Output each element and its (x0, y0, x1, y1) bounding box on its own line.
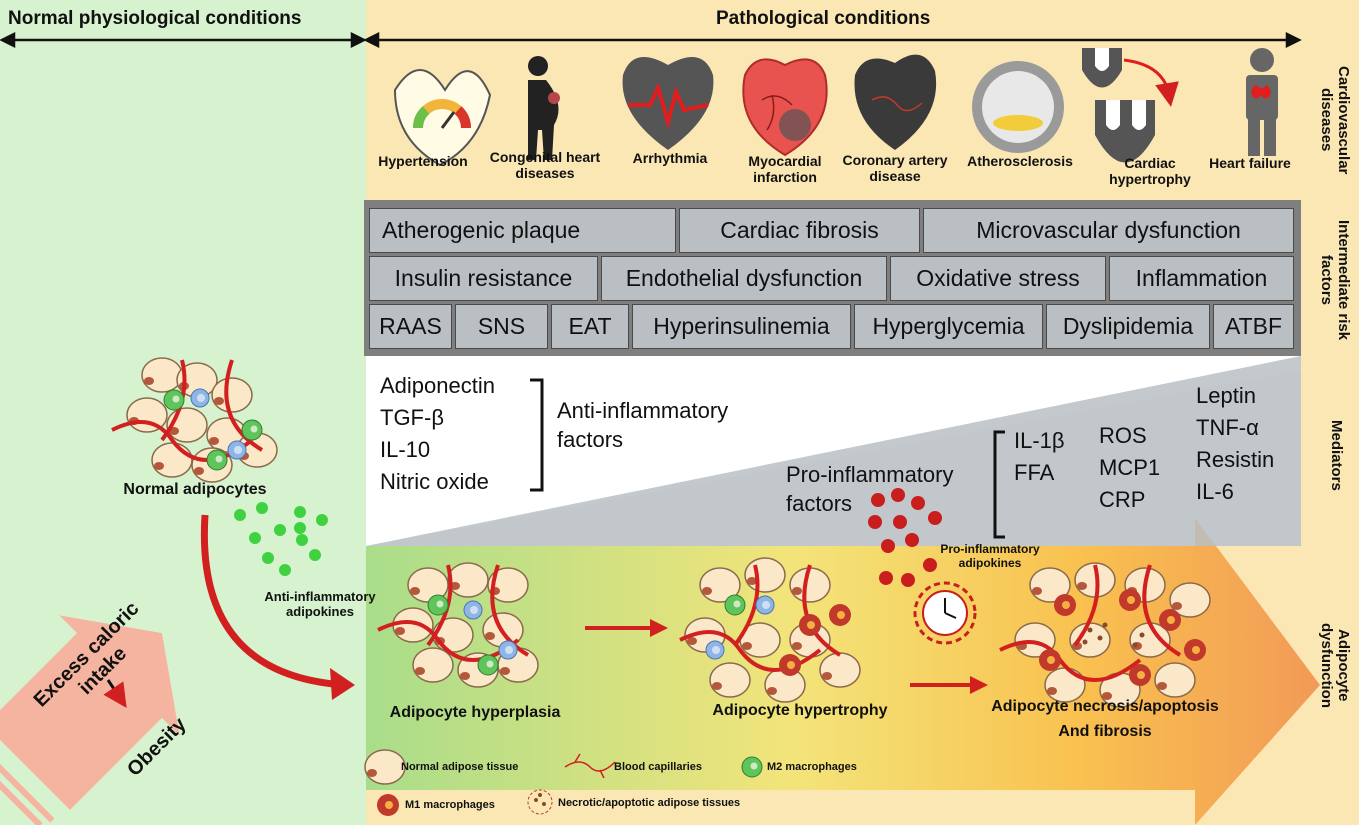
side-label-dysfunction: Adipocyte dysfunction (1317, 622, 1352, 708)
mediator-item: TGF-β (380, 404, 444, 430)
legend-m2: M2 macrophages (767, 761, 857, 773)
risk-box: Oxidative stress (890, 256, 1106, 301)
disease-label-myocardial-infarction: Myocardial infarction (748, 153, 822, 186)
pro-inflammatory-col2: ROS MCP1 CRP (1099, 420, 1160, 516)
mediator-item: CRP (1099, 486, 1146, 512)
mediator-item: IL-10 (380, 436, 431, 462)
clock-icon (913, 581, 977, 645)
side-label-mediators: Mediators (1328, 419, 1345, 491)
risk-box: SNS (455, 304, 548, 349)
risk-box: Hyperinsulinemia (632, 304, 851, 349)
gauge-heart-icon (393, 69, 492, 167)
normal-adipocytes-label: Normal adipocytes (123, 481, 267, 498)
stage-hypertrophy-label: Adipocyte hypertrophy (712, 702, 888, 719)
risk-box: RAAS (369, 304, 452, 349)
disease-label-coronary: Coronary artery disease (842, 152, 948, 185)
anti-inflammatory-label: Anti-inflammatory factors (557, 398, 729, 452)
risk-box: Dyslipidemia (1046, 304, 1210, 349)
disease-label-arrhythmia: Arrhythmia (632, 150, 708, 166)
disease-label-heart-failure: Heart failure (1209, 155, 1291, 171)
anti-inflammatory-list: Adiponectin TGF-β IL-10 Nitric oxide (380, 370, 495, 498)
mediator-item: Adiponectin (380, 373, 495, 398)
disease-label-atherosclerosis: Atherosclerosis (967, 153, 1073, 169)
mediator-item: MCP1 (1099, 454, 1161, 480)
mediator-item: IL-6 (1196, 478, 1234, 504)
thickened-ventricle-icon (1082, 48, 1179, 163)
risk-box: ATBF (1213, 304, 1294, 349)
risk-box: Cardiac fibrosis (679, 208, 920, 253)
pro-inflammatory-col3: Leptin TNF-α Resistin IL-6 (1196, 380, 1274, 508)
pro-inflammatory-label: Pro-inflammatory factors (786, 462, 954, 516)
mediator-item: Resistin (1196, 446, 1275, 472)
disease-label-hypertension: Hypertension (378, 153, 468, 169)
stage-fibrosis-label: And fibrosis (1058, 723, 1152, 740)
mediator-item: FFA (1014, 459, 1055, 485)
plaque-artery-icon (972, 61, 1064, 153)
mediator-item: IL-1β (1014, 428, 1065, 453)
disease-label-congenital: Congenital heart diseases (489, 149, 601, 182)
risk-box: Inflammation (1109, 256, 1294, 301)
mediator-item: Nitric oxide (380, 468, 489, 494)
risk-box: EAT (551, 304, 629, 349)
risk-box: Microvascular dysfunction (923, 208, 1294, 253)
stage-hyperplasia-label: Adipocyte hyperplasia (389, 704, 561, 721)
disease-label-hypertrophy: Cardiac hypertrophy (1109, 155, 1191, 188)
mediator-item: TNF-α (1196, 414, 1259, 440)
mediator-item: Leptin (1196, 383, 1256, 408)
dark-heart-icon (854, 54, 937, 150)
side-label-cardiovascular: Cardiovascular diseases (1317, 65, 1352, 175)
anti-adipokines-label: Anti-inflammatory adipokines (264, 589, 376, 619)
pathological-conditions-header: Pathological conditions (716, 8, 931, 29)
risk-box: Insulin resistance (369, 256, 598, 301)
normal-conditions-header: Normal physiological conditions (8, 8, 302, 29)
stage-necrosis-label: Adipocyte necrosis/apoptosis (991, 698, 1219, 715)
pro-adipokines-label: Pro-inflammatory adipokines (940, 542, 1040, 570)
legend-m1: M1 macrophages (405, 799, 495, 811)
person-chest-pain-icon (1246, 48, 1278, 156)
risk-box: Endothelial dysfunction (601, 256, 887, 301)
risk-box: Hyperglycemia (854, 304, 1043, 349)
mediator-item: ROS (1099, 423, 1147, 448)
legend-capillaries: Blood capillaries (614, 761, 703, 773)
risk-box: Atherogenic plaque (369, 208, 676, 253)
damaged-heart-icon (742, 58, 828, 157)
legend-necrotic: Necrotic/apoptotic adipose tissues (558, 797, 741, 809)
side-label-risk: Intermediate risk factors (1317, 219, 1352, 341)
pro-inflammatory-col1: IL-1β FFA (1014, 425, 1065, 489)
ecg-heart-icon (622, 57, 714, 150)
legend-normal-tissue: Normal adipose tissue (401, 761, 519, 773)
pregnant-woman-icon (528, 56, 560, 160)
